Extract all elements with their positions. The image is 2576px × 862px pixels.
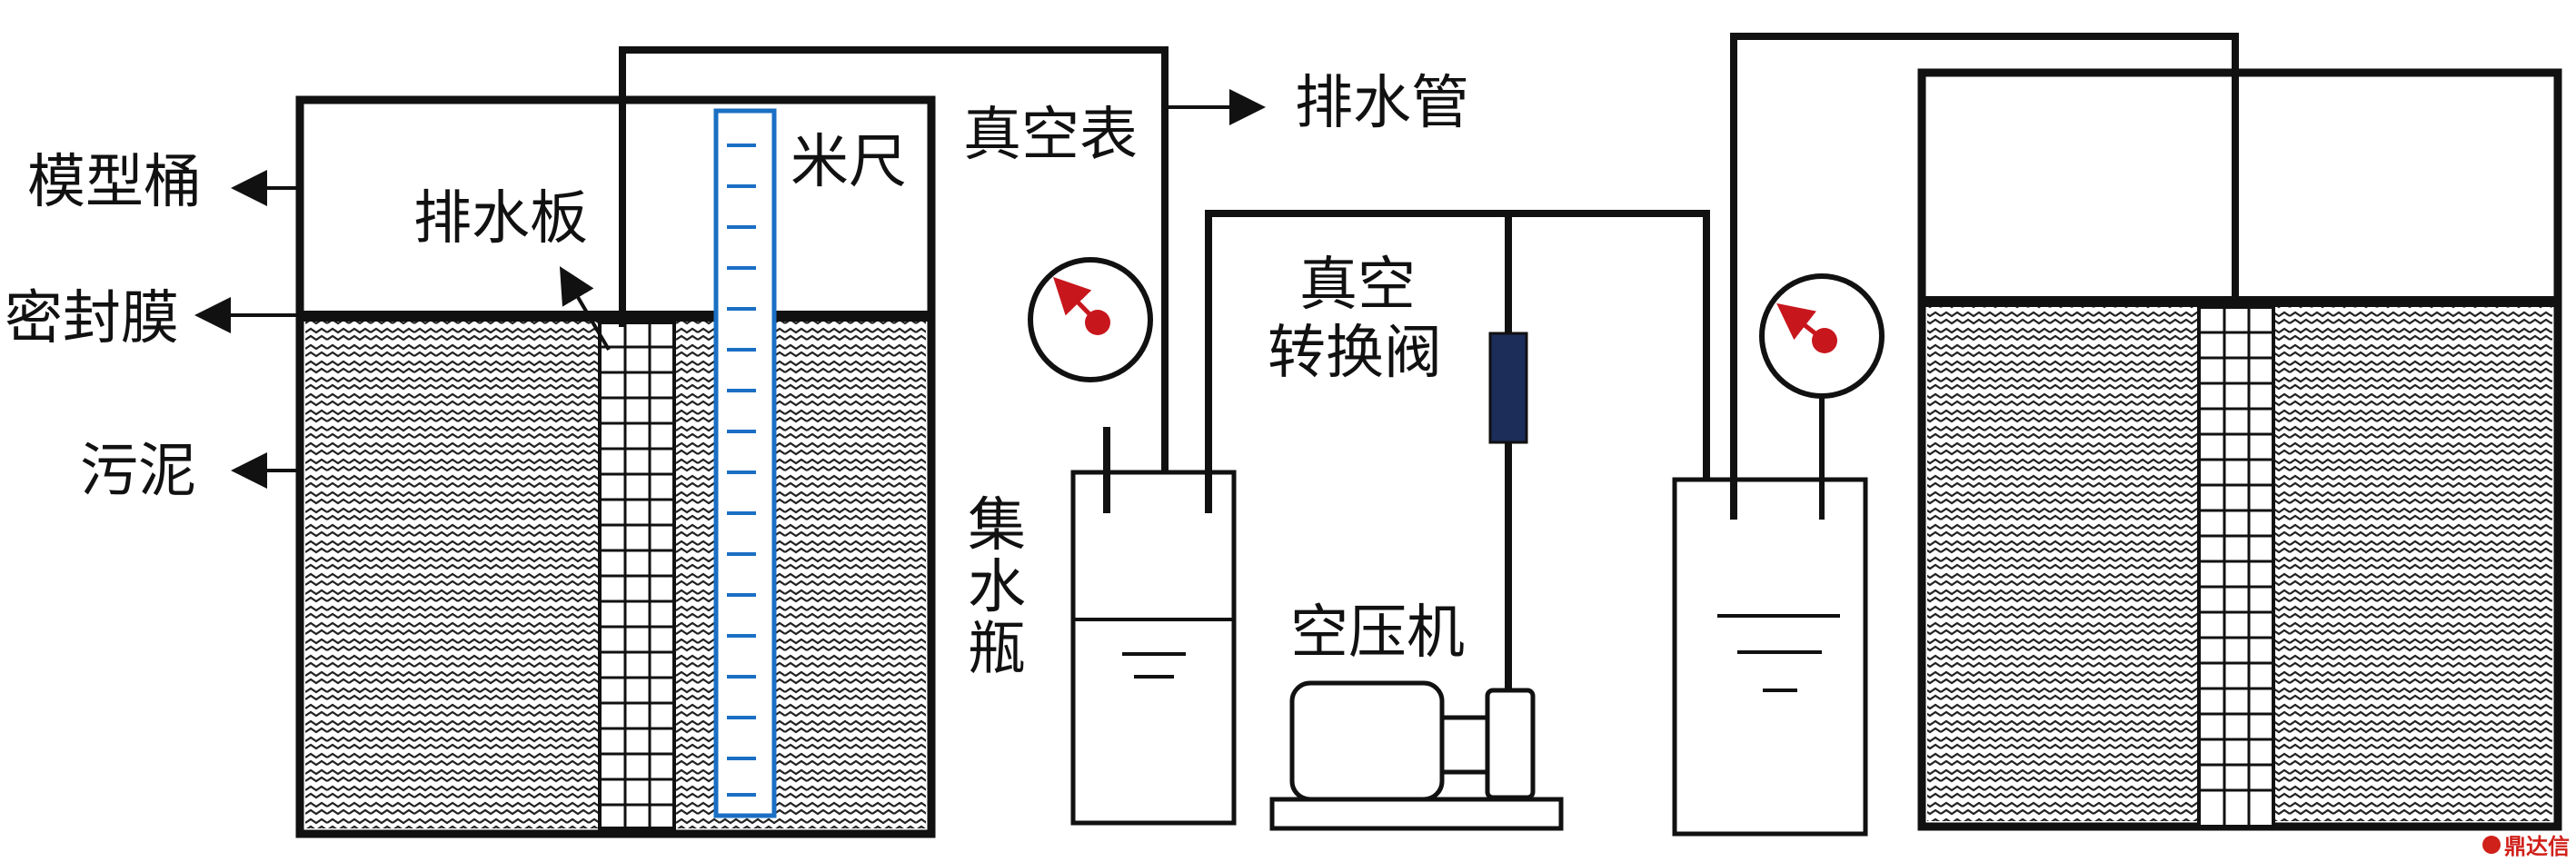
watermark-logo-icon (2482, 836, 2501, 854)
watermark: 鼎达信 (2482, 834, 2570, 859)
label-model-bucket: 模型桶 (27, 149, 202, 216)
label-sealing-film: 密封膜 (5, 285, 179, 352)
label-ruler: 米尺 (791, 129, 907, 196)
label-collection-bottle-3: 瓶 (968, 616, 1026, 683)
left-drain-pipe (619, 46, 1169, 513)
right-collection-bottle (1672, 477, 1868, 837)
left-sealing-film (300, 311, 931, 322)
left-vacuum-gauge (1028, 257, 1153, 382)
left-model-bucket (295, 95, 936, 838)
watermark-text: 鼎达信 (2504, 834, 2570, 859)
drain-board-arrow (559, 266, 611, 352)
right-model-bucket (1917, 68, 2562, 831)
left-drain-board (598, 321, 676, 830)
label-sludge: 污泥 (80, 438, 196, 505)
air-compressor (1269, 680, 1564, 831)
label-vacuum-gauge: 真空表 (963, 102, 1138, 169)
label-vacuum-valve-line2: 转换阀 (1268, 320, 1442, 387)
right-drain-pipe (1730, 33, 2239, 520)
left-collection-bottle (1070, 213, 1237, 826)
vacuum-main-pipe (1205, 210, 1710, 513)
vacuum-switch-valve (1488, 213, 1528, 690)
left-bucket-outline (295, 95, 936, 838)
ruler (713, 108, 777, 818)
label-air-compressor: 空压机 (1290, 599, 1465, 667)
label-vacuum-valve-line1: 真空 (1299, 252, 1416, 319)
label-drain-pipe: 排水管 (1295, 70, 1469, 137)
label-collection-bottle-2: 水 (968, 554, 1026, 621)
right-vacuum-gauge (1759, 273, 1885, 520)
label-collection-bottle-1: 集 (968, 492, 1026, 560)
right-drain-board (2197, 305, 2275, 828)
label-drain-board: 排水板 (413, 185, 588, 253)
